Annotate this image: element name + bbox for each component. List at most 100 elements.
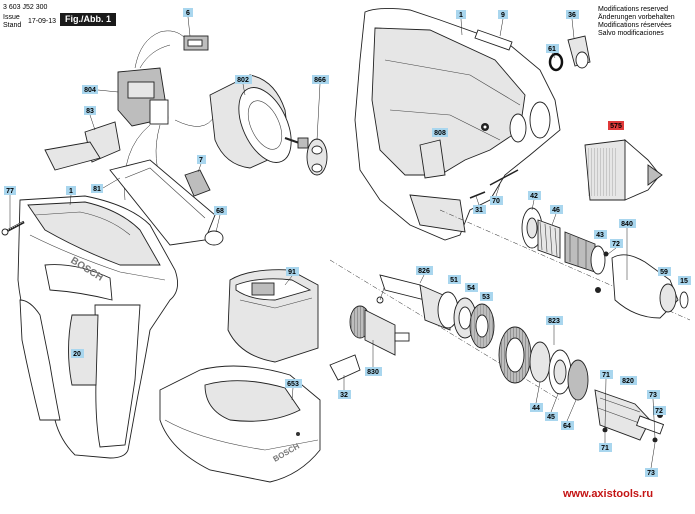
svg-text:51: 51 (450, 277, 458, 284)
svg-text:20: 20 (73, 351, 81, 358)
part-label-70: 70 (490, 196, 503, 205)
svg-text:7: 7 (199, 157, 203, 164)
svg-text:36: 36 (568, 12, 576, 19)
svg-text:44: 44 (532, 405, 540, 412)
housing-right (354, 7, 561, 241)
svg-text:804: 804 (84, 87, 96, 94)
part-label-64: 64 (561, 421, 574, 430)
svg-text:802: 802 (237, 77, 249, 84)
part-label-808: 808 (432, 128, 448, 137)
part-label-73b: 73 (645, 468, 658, 477)
ball-72 (603, 251, 609, 257)
svg-text:83: 83 (86, 108, 94, 115)
part-label-575: 575 (608, 121, 624, 130)
gear-set (529, 341, 589, 401)
part-label-15: 15 (678, 276, 691, 285)
svg-text:54: 54 (467, 285, 475, 292)
part-label-36: 36 (566, 10, 579, 19)
figure-label: Fig./Abb. 1 (60, 13, 116, 26)
svg-text:9: 9 (501, 12, 505, 19)
part-label-6: 6 (183, 8, 193, 17)
svg-text:53: 53 (482, 294, 490, 301)
svg-text:1: 1 (69, 188, 73, 195)
svg-text:575: 575 (610, 123, 622, 130)
part-label-32: 32 (338, 390, 351, 399)
note-de: Änderungen vorbehalten (598, 14, 675, 21)
part-label-91: 91 (286, 267, 299, 276)
svg-text:73: 73 (649, 392, 657, 399)
part-label-77: 77 (4, 186, 16, 195)
part-label-823: 823 (546, 316, 563, 325)
website-link[interactable]: www.axistools.ru (563, 488, 654, 500)
part-label-81: 81 (91, 184, 103, 193)
ring-61 (548, 52, 564, 72)
svg-text:45: 45 (547, 414, 555, 421)
svg-text:653: 653 (287, 381, 299, 388)
svg-text:71: 71 (602, 372, 610, 379)
svg-text:840: 840 (621, 221, 633, 228)
part-label-31: 31 (473, 205, 486, 214)
part-68 (204, 230, 224, 246)
part-label-43: 43 (594, 230, 607, 239)
svg-text:1: 1 (459, 12, 463, 19)
part-label-804: 804 (82, 85, 98, 94)
leader-lines (9, 16, 656, 469)
part-9 (474, 29, 513, 51)
sleeve-59 (611, 254, 679, 319)
svg-text:820: 820 (622, 378, 634, 385)
part-label-830: 830 (365, 367, 382, 376)
svg-text:31: 31 (475, 207, 483, 214)
bearing-866 (306, 138, 328, 176)
ring-43 (590, 245, 606, 275)
part-7 (184, 169, 211, 197)
part-label-44: 44 (530, 403, 543, 412)
svg-text:68: 68 (216, 208, 224, 215)
gear-830 (349, 284, 410, 356)
part-label-71b: 71 (599, 443, 612, 452)
part-label-1: 1 (66, 186, 76, 195)
note-en: Modifications reserved (598, 6, 669, 13)
svg-text:72: 72 (612, 241, 620, 248)
part-label-7: 7 (197, 155, 206, 164)
motor-802 (209, 74, 309, 169)
svg-text:43: 43 (596, 232, 604, 239)
stand-label: Stand (3, 22, 22, 29)
issue-date: 17-09-13 (28, 18, 57, 25)
part-32 (329, 354, 361, 381)
part-81 (44, 141, 216, 246)
screw-77 (1, 220, 25, 236)
svg-text:70: 70 (492, 198, 500, 205)
part-70 (489, 169, 519, 186)
part-label-840: 840 (619, 219, 636, 228)
svg-text:91: 91 (288, 269, 296, 276)
part-label-59: 59 (658, 267, 671, 276)
spring-46 (537, 219, 561, 259)
part-label-72b: 72 (653, 406, 666, 415)
modification-notes: Modifications reserved Änderungen vorbeh… (598, 6, 675, 38)
svg-text:32: 32 (340, 392, 348, 399)
part-label-1b: 1 (456, 10, 466, 19)
part-number: 3 603 J52 300 (3, 4, 48, 11)
part-6 (183, 35, 209, 51)
part-36 (567, 35, 591, 69)
svg-text:46: 46 (552, 207, 560, 214)
svg-text:73: 73 (647, 470, 655, 477)
svg-text:42: 42 (530, 193, 538, 200)
part-label-68: 68 (214, 206, 227, 215)
svg-text:823: 823 (548, 318, 560, 325)
part-31 (469, 191, 486, 199)
chuck-575 (584, 139, 663, 201)
part-label-72: 72 (610, 239, 623, 248)
part-label-46: 46 (550, 205, 563, 214)
part-label-802: 802 (235, 75, 252, 84)
housing-left: BOSCH (17, 195, 179, 459)
svg-text:72: 72 (655, 408, 663, 415)
part-label-71: 71 (600, 370, 613, 379)
part-label-45: 45 (545, 412, 558, 421)
svg-text:826: 826 (418, 268, 430, 275)
spindle-820 (594, 389, 665, 441)
switch-804 (117, 30, 186, 127)
part-label-20: 20 (71, 349, 84, 358)
issue-label: Issue (3, 14, 20, 21)
